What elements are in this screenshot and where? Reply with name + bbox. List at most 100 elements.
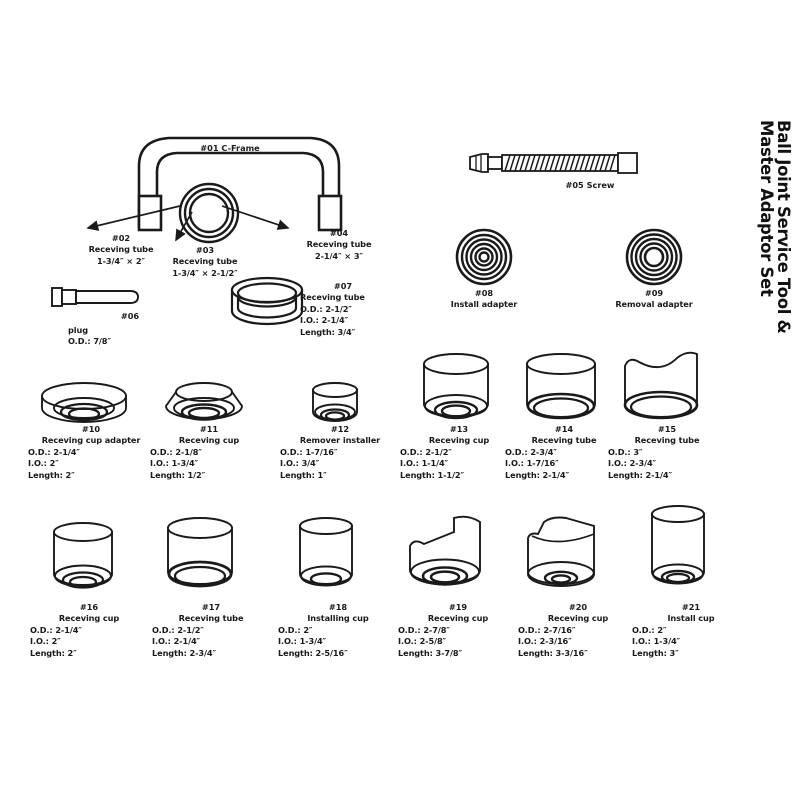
cup-19-length: Length: 3-7/8″: [398, 647, 463, 658]
callout-02: #02 Receving tube 1-3/4″ × 2″: [62, 233, 180, 267]
callout-04: #04 Receving tube 2-1/4″ × 3″: [280, 228, 398, 262]
tube-17-number: #17: [201, 602, 221, 612]
cup-12-id: I.O.: 3/4″: [280, 458, 320, 469]
cup-11-caption: #11 Receving cup O.D.: 2-1/8″ I.O.: 1-3/…: [150, 424, 268, 481]
cup-20-illustration: [518, 508, 610, 604]
cup-11-illustration: [158, 376, 250, 434]
cup-10-illustration: [36, 382, 132, 434]
removal-adapter-illustration: [625, 228, 683, 286]
callout-04-name: Receving tube: [306, 239, 372, 250]
tube-15-caption: #15 Receving tube O.D.: 3″ I.O.: 2-3/4″ …: [608, 424, 726, 481]
cup-12-od: O.D.: 1-7/16″: [280, 446, 338, 457]
ring-caption: #07 Receving tube O.D.: 2-1/2″ I.O.: 2-1…: [300, 281, 450, 338]
tube-14-number: #14: [554, 424, 574, 434]
cup-21-name: Install cup: [667, 613, 715, 624]
cup-10-od: O.D.: 2-1/4″: [28, 446, 80, 457]
tube-14-illustration: [515, 352, 607, 430]
cup-13-id: I.O.: 1-1/4″: [400, 458, 449, 469]
cup-21-number: #21: [681, 602, 701, 612]
adapter-09-caption: #09 Removal adapter: [594, 288, 714, 311]
cup-11-number: #11: [199, 424, 219, 434]
cup-18-id: I.O.: 1-3/4″: [278, 636, 327, 647]
cup-16-illustration: [42, 518, 126, 602]
cup-11-name: Receving cup: [178, 435, 240, 446]
cup-16-name: Receving cup: [58, 613, 120, 624]
cup-10-number: #10: [81, 424, 101, 434]
tube-15-od: O.D.: 3″: [608, 446, 643, 457]
screw-illustration: [468, 150, 640, 176]
cup-20-od: O.D.: 2-7/16″: [518, 624, 576, 635]
cup-13-od: O.D.: 2-1/2″: [400, 446, 452, 457]
cup-12-length: Length: 1″: [280, 469, 327, 480]
callout-02-spec: 1-3/4″ × 2″: [97, 255, 145, 266]
cup-18-illustration: [288, 512, 364, 602]
tube-17-illustration: [158, 512, 246, 602]
cup-13-number: #13: [449, 424, 469, 434]
cup-19-name: Receving cup: [427, 613, 489, 624]
tube-17-length: Length: 2-3/4″: [152, 647, 217, 658]
cup-13-caption: #13 Receving cup O.D.: 2-1/2″ I.O.: 1-1/…: [400, 424, 518, 481]
plug-caption: plug O.D.: 7/8″: [68, 325, 188, 348]
cup-21-length: Length: 3″: [632, 647, 679, 658]
install-adapter-illustration: [455, 228, 513, 286]
title-line-1: Ball Joint Service Tool &: [774, 120, 793, 334]
tube-15-length: Length: 2-1/4″: [608, 469, 673, 480]
callout-03-name: Receving tube: [172, 256, 238, 267]
tube-14-id: I.O.: 1-7/16″: [505, 458, 559, 469]
adapter-08-name: Install adapter: [450, 299, 518, 310]
cup-10-id: I.O.: 2″: [28, 458, 59, 469]
callout-02-number: #02: [111, 233, 131, 243]
cup-20-caption: #20 Receving cup O.D.: 2-7/16″ I.O.: 2-3…: [518, 602, 638, 659]
ring-length: Length: 3/4″: [300, 326, 356, 337]
plug-name: plug: [68, 325, 88, 335]
adapter-09-number: #09: [644, 288, 664, 298]
callout-02-name: Receving tube: [88, 244, 154, 255]
cup-20-length: Length: 3-3/16″: [518, 647, 588, 658]
tube-14-od: O.D.: 2-3/4″: [505, 446, 557, 457]
tube-14-length: Length: 2-1/4″: [505, 469, 570, 480]
cup-20-name: Receving cup: [547, 613, 609, 624]
cup-16-caption: #16 Receving cup O.D.: 2-1/4″ I.O.: 2″ L…: [30, 602, 148, 659]
cup-20-id: I.O.: 2-3/16″: [518, 636, 572, 647]
cup-12-illustration: [305, 380, 365, 432]
cup-13-length: Length: 1-1/2″: [400, 469, 465, 480]
ring-illustration: [228, 276, 306, 333]
cup-19-id: I.O.: 2-5/8″: [398, 636, 447, 647]
callout-04-spec: 2-1/4″ × 3″: [315, 250, 363, 261]
cup-18-caption: #18 Installing cup O.D.: 2″ I.O.: 1-3/4″…: [278, 602, 398, 659]
callout-03-number: #03: [195, 245, 215, 255]
cup-19-caption: #19 Receving cup O.D.: 2-7/8″ I.O.: 2-5/…: [398, 602, 518, 659]
cup-16-id: I.O.: 2″: [30, 636, 61, 647]
tube-14-name: Receving tube: [531, 435, 597, 446]
cup-21-id: I.O.: 1-3/4″: [632, 636, 681, 647]
cup-10-length: Length: 2″: [28, 469, 75, 480]
ring-id: I.O.: 2-1/4″: [300, 315, 349, 326]
adapter-08-number: #08: [474, 288, 494, 298]
tube-15-name: Receving tube: [634, 435, 700, 446]
ring-name: Receving tube: [300, 292, 365, 303]
cup-18-name: Installing cup: [307, 613, 369, 624]
plug-illustration: [50, 285, 142, 309]
tube-15-id: I.O.: 2-3/4″: [608, 458, 657, 469]
cup-18-od: O.D.: 2″: [278, 624, 313, 635]
adapter-08-caption: #08 Install adapter: [424, 288, 544, 311]
cup-12-name: Remover installer: [299, 435, 381, 446]
cup-19-illustration: [398, 508, 494, 604]
cup-16-length: Length: 2″: [30, 647, 77, 658]
ring-od: O.D.: 2-1/2″: [300, 303, 352, 314]
cup-10-caption: #10 Receving cup adapter O.D.: 2-1/4″ I.…: [28, 424, 154, 481]
cup-11-length: Length: 1/2″: [150, 469, 206, 480]
cup-19-od: O.D.: 2-7/8″: [398, 624, 450, 635]
c-frame-label: #01 C-Frame: [200, 143, 260, 153]
cup-13-illustration: [410, 352, 502, 430]
cup-11-od: O.D.: 2-1/8″: [150, 446, 202, 457]
plug-od: O.D.: 7/8″: [68, 336, 111, 347]
cup-21-illustration: [638, 500, 718, 602]
ring-number: #07: [333, 281, 353, 291]
callout-leader-lines: [80, 200, 330, 250]
adapter-09-name: Removal adapter: [615, 299, 693, 310]
cup-12-caption: #12 Remover installer O.D.: 1-7/16″ I.O.…: [280, 424, 400, 481]
tube-17-od: O.D.: 2-1/2″: [152, 624, 204, 635]
cup-18-length: Length: 2-5/16″: [278, 647, 348, 658]
